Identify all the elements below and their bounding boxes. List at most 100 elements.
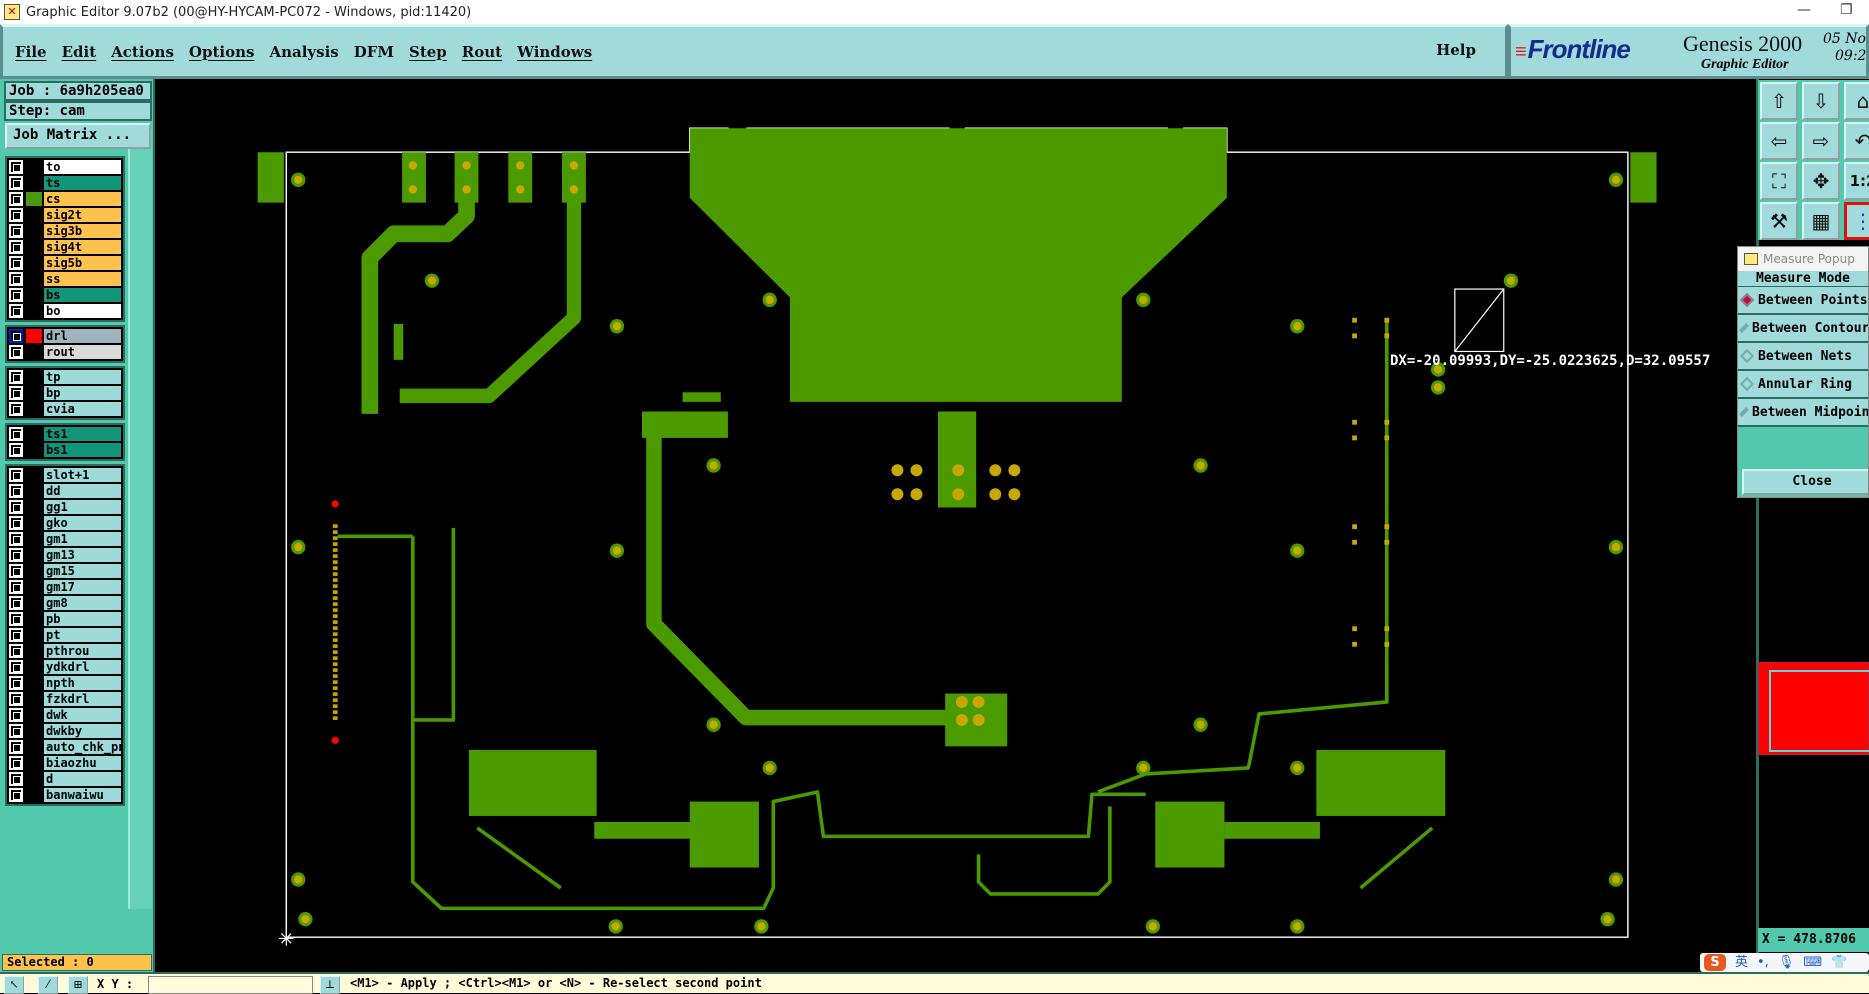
layer-row-sig3b[interactable]: sig3b (9, 223, 121, 239)
layer-name[interactable]: cvia (44, 401, 121, 417)
layer-checkbox[interactable] (9, 756, 23, 770)
layer-color-swatch[interactable] (26, 386, 42, 400)
select-arrow-icon[interactable]: ↖ (4, 976, 24, 994)
mode-between-points[interactable]: Between Points (1738, 287, 1868, 315)
layer-name[interactable]: sig5b (44, 255, 121, 271)
layer-color-swatch[interactable] (26, 580, 42, 594)
layer-row-biaozhu[interactable]: biaozhu (9, 755, 121, 771)
xy-input[interactable] (148, 976, 313, 994)
layer-row-gm15[interactable]: gm15 (9, 563, 121, 579)
layer-checkbox[interactable] (9, 516, 23, 530)
mode-between-contours[interactable]: Between Contours (1738, 315, 1868, 343)
layer-color-swatch[interactable] (26, 208, 42, 222)
layer-name[interactable]: bo (44, 303, 121, 319)
layer-name[interactable]: pb (44, 611, 121, 627)
apply-coords-button[interactable]: ⊥ (320, 976, 340, 994)
job-matrix-button[interactable]: Job Matrix ... (5, 123, 151, 149)
layer-checkbox[interactable] (9, 788, 23, 802)
menu-actions[interactable]: Actions (111, 42, 174, 61)
layer-color-swatch[interactable] (26, 740, 42, 754)
layer-row-gko[interactable]: gko (9, 515, 121, 531)
layer-row-ts1[interactable]: ts1 (9, 426, 121, 442)
layer-checkbox[interactable] (9, 370, 23, 384)
layer-color-swatch[interactable] (26, 548, 42, 562)
layer-checkbox[interactable] (9, 240, 23, 254)
layer-color-swatch[interactable] (26, 224, 42, 238)
layer-color-swatch[interactable] (26, 612, 42, 626)
layer-checkbox[interactable] (9, 724, 23, 738)
mode-between-midpoints[interactable]: Between Midpoints (1738, 399, 1868, 427)
layer-checkbox[interactable] (9, 329, 23, 343)
layer-color-swatch[interactable] (26, 468, 42, 482)
layer-row-gm8[interactable]: gm8 (9, 595, 121, 611)
layer-name[interactable]: pt (44, 627, 121, 643)
layer-name[interactable]: banwaiwu (44, 787, 121, 803)
ime-language-toggle[interactable]: 英 (1735, 955, 1749, 970)
menu-edit[interactable]: Edit (61, 42, 97, 61)
layer-color-swatch[interactable] (26, 345, 42, 359)
layer-color-swatch[interactable] (26, 532, 42, 546)
layer-row-cs[interactable]: cs (9, 191, 121, 207)
layer-color-swatch[interactable] (26, 772, 42, 786)
layer-row-dwkby[interactable]: dwkby (9, 723, 121, 739)
layer-checkbox[interactable] (9, 660, 23, 674)
layer-name[interactable]: fzkdrl (44, 691, 121, 707)
layer-color-swatch[interactable] (26, 240, 42, 254)
layer-row-rout[interactable]: rout (9, 344, 121, 360)
layer-row-bs[interactable]: bs (9, 287, 121, 303)
close-button[interactable]: Close (1742, 469, 1868, 495)
layer-name[interactable]: d (44, 771, 121, 787)
layer-name[interactable]: dwk (44, 707, 121, 723)
page-down-icon[interactable]: ⇩ (1802, 82, 1840, 120)
layer-name[interactable]: bp (44, 385, 121, 401)
layer-color-swatch[interactable] (26, 564, 42, 578)
layer-name[interactable]: tp (44, 369, 121, 385)
layer-color-swatch[interactable] (26, 443, 42, 457)
layer-row-sig5b[interactable]: sig5b (9, 255, 121, 271)
layer-row-gm1[interactable]: gm1 (9, 531, 121, 547)
page-right-icon[interactable]: ⇨ (1802, 122, 1840, 160)
layer-name[interactable]: bs1 (44, 442, 121, 458)
layer-row-tp[interactable]: tp (9, 369, 121, 385)
layer-checkbox[interactable] (9, 176, 23, 190)
layer-name[interactable]: cs (44, 191, 121, 207)
layer-name[interactable]: ts (44, 175, 121, 191)
layer-color-swatch[interactable] (26, 288, 42, 302)
menu-windows[interactable]: Windows (517, 42, 593, 61)
layer-color-swatch[interactable] (26, 644, 42, 658)
layer-color-swatch[interactable] (26, 484, 42, 498)
layer-row-d[interactable]: d (9, 771, 121, 787)
layer-name[interactable]: gg1 (44, 499, 121, 515)
layer-name[interactable]: bs (44, 287, 121, 303)
layer-name[interactable]: auto_chk_pnl (44, 739, 121, 755)
layer-row-npth[interactable]: npth (9, 675, 121, 691)
mode-annular-ring[interactable]: Annular Ring (1738, 371, 1868, 399)
layer-checkbox[interactable] (9, 443, 23, 457)
keyboard-icon[interactable]: ⌨ (1803, 955, 1823, 970)
layer-color-swatch[interactable] (26, 788, 42, 802)
snap-icon[interactable]: ⁄ (38, 976, 58, 994)
zoom-ratio-icon[interactable]: 1:2 (1844, 162, 1869, 200)
layer-name[interactable]: to (44, 159, 121, 175)
layer-color-swatch[interactable] (26, 676, 42, 690)
layer-checkbox[interactable] (9, 427, 23, 441)
menu-step[interactable]: Step (409, 42, 447, 61)
layer-color-swatch[interactable] (26, 427, 42, 441)
grid-snap-icon[interactable]: ⊞ (68, 976, 88, 994)
skin-icon[interactable]: 👕 (1831, 955, 1848, 970)
layer-checkbox[interactable] (9, 304, 23, 318)
microphone-icon[interactable]: 🎙 (1777, 955, 1795, 970)
layer-checkbox[interactable] (9, 692, 23, 706)
layer-color-swatch[interactable] (26, 516, 42, 530)
layer-color-swatch[interactable] (26, 724, 42, 738)
layer-checkbox[interactable] (9, 532, 23, 546)
layer-row-fzkdrl[interactable]: fzkdrl (9, 691, 121, 707)
layer-checkbox[interactable] (9, 386, 23, 400)
layer-color-swatch[interactable] (26, 160, 42, 174)
layer-checkbox[interactable] (9, 772, 23, 786)
layer-checkbox[interactable] (9, 740, 23, 754)
layer-color-swatch[interactable] (26, 660, 42, 674)
layer-row-auto_chk_pnl[interactable]: auto_chk_pnl (9, 739, 121, 755)
layer-checkbox[interactable] (9, 192, 23, 206)
layer-row-ts[interactable]: ts (9, 175, 121, 191)
